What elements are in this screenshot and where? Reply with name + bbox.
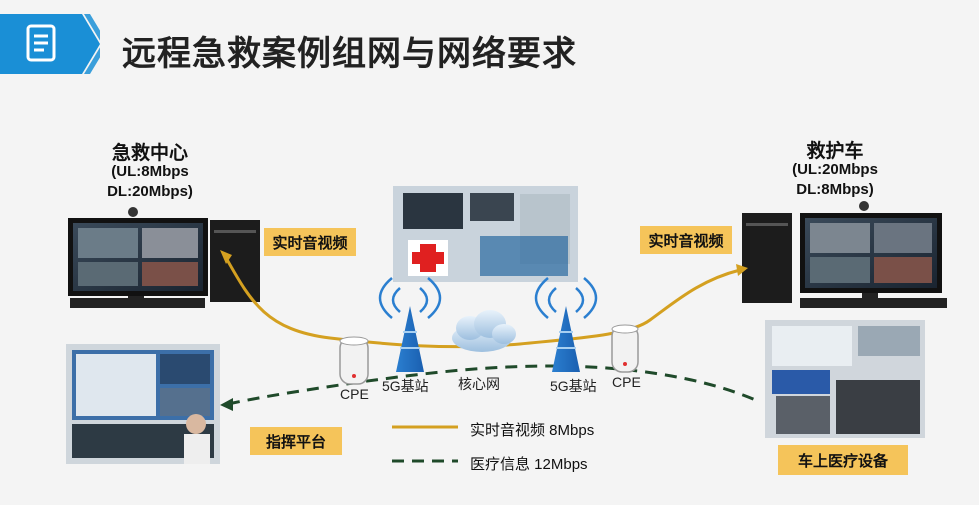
tag-realtime-av-left: 实时音视频	[264, 228, 356, 256]
base-station-right-icon	[534, 277, 598, 372]
legend-av-label: 实时音视频 8Mbps	[470, 422, 595, 439]
legend-medical-label: 医疗信息 12Mbps	[470, 456, 588, 473]
ambulance-title: 救护车	[806, 141, 864, 162]
ambulance-workstation	[742, 201, 947, 308]
cpe-left-device	[339, 336, 369, 385]
tag-command-platform: 指挥平台	[250, 427, 342, 455]
core-network-cloud-icon	[452, 310, 516, 352]
ambulance-ul: (UL:20Mbps	[792, 161, 878, 178]
document-icon	[26, 24, 56, 62]
cpe-left-label: CPE	[340, 386, 369, 402]
emergency-center-title: 急救中心	[111, 143, 188, 164]
ambulance-interior-photo	[765, 320, 925, 438]
ambulance-dl: DL:8Mbps)	[796, 181, 874, 198]
emergency-center-workstation	[68, 207, 260, 308]
emergency-center-dl: DL:20Mbps)	[107, 183, 193, 200]
emergency-center-ul: (UL:8Mbps	[111, 163, 189, 180]
base-station-right-label: 5G基站	[550, 378, 597, 394]
doctor-photo	[393, 186, 578, 282]
page-title: 远程急救案例组网与网络要求	[122, 35, 577, 73]
header-badge	[0, 14, 100, 74]
cpe-right-device	[611, 324, 639, 373]
base-station-left-icon	[378, 277, 442, 372]
cpe-right-label: CPE	[612, 374, 641, 390]
tag-vehicle-medical-equipment: 车上医疗设备	[778, 445, 908, 475]
core-network-label: 核心网	[458, 376, 500, 392]
command-platform-photo	[66, 344, 220, 464]
base-station-left-label: 5G基站	[382, 378, 429, 394]
tag-realtime-av-right: 实时音视频	[640, 226, 732, 254]
medical-info-link	[227, 364, 761, 406]
